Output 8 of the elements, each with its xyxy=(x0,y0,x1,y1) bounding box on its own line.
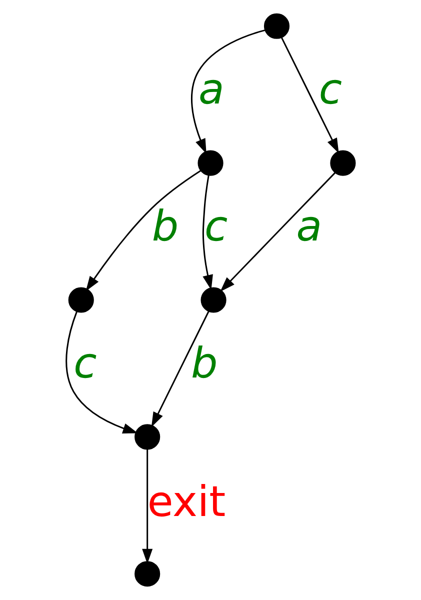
edge-label: exit xyxy=(147,476,226,526)
edge-label: c xyxy=(74,338,97,388)
edge-label: a xyxy=(296,201,322,250)
edge-label: b xyxy=(190,338,218,388)
edge-label: a xyxy=(198,64,224,114)
edge-label: c xyxy=(204,201,228,250)
edge-label: c xyxy=(318,64,342,114)
edge-label: b xyxy=(152,201,179,250)
